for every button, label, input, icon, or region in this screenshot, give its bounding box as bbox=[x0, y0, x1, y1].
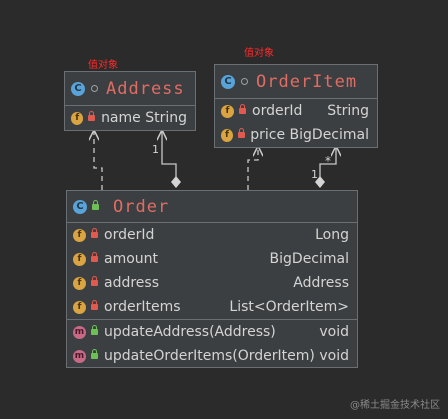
class-icon: C bbox=[71, 81, 85, 96]
field-row[interactable]: f address Address bbox=[67, 271, 357, 295]
dependency-order-address bbox=[94, 131, 103, 190]
field-name: orderId bbox=[104, 227, 155, 243]
field-type: BigDecimal bbox=[269, 251, 349, 267]
class-icon: C bbox=[221, 74, 235, 89]
field-icon: f bbox=[221, 128, 233, 142]
field-row[interactable]: f name String bbox=[65, 106, 195, 130]
label-value-object-address: 值对象 bbox=[88, 60, 118, 71]
field-icon: f bbox=[73, 228, 86, 242]
public-lock-icon bbox=[91, 325, 98, 336]
field-icon: f bbox=[221, 104, 234, 118]
field-name: orderId bbox=[252, 103, 303, 119]
field-icon: f bbox=[71, 111, 84, 125]
field-icon: f bbox=[73, 276, 86, 290]
private-lock-icon bbox=[91, 252, 98, 263]
field-name: amount bbox=[104, 251, 159, 267]
composition-order-address bbox=[162, 131, 177, 178]
public-lock-icon bbox=[91, 349, 98, 360]
visibility-package-icon bbox=[241, 78, 248, 85]
field-name: orderItems bbox=[104, 299, 181, 315]
field-name: price BigDecimal bbox=[250, 127, 369, 143]
private-lock-icon bbox=[91, 300, 98, 311]
class-order[interactable]: C Order f orderId Long f amount BigDecim… bbox=[66, 190, 358, 368]
class-name: Address bbox=[106, 78, 185, 99]
dependency-order-orderitem bbox=[247, 147, 258, 190]
composition-diamond-address bbox=[171, 176, 181, 188]
field-type: Address bbox=[293, 275, 349, 291]
field-icon: f bbox=[73, 252, 86, 266]
method-row[interactable]: m updateAddress(Address) void bbox=[67, 320, 357, 344]
class-name: OrderItem bbox=[256, 71, 358, 92]
field-type: Long bbox=[315, 227, 349, 243]
field-name: address bbox=[104, 275, 160, 291]
field-type: List<OrderItem> bbox=[229, 299, 349, 315]
multiplicity-address: 1 bbox=[152, 143, 159, 156]
watermark: @稀土掘金技术社区 bbox=[350, 400, 440, 411]
composition-order-orderitem bbox=[319, 147, 336, 178]
method-icon: m bbox=[73, 325, 86, 339]
visibility-package-icon bbox=[91, 85, 98, 92]
methods-separator bbox=[67, 319, 357, 320]
field-icon: f bbox=[73, 300, 86, 314]
field-row[interactable]: f orderItems List<OrderItem> bbox=[67, 295, 357, 319]
method-return-type: void bbox=[319, 348, 349, 364]
private-lock-icon bbox=[91, 228, 98, 239]
class-name: Order bbox=[113, 196, 170, 217]
method-icon: m bbox=[73, 349, 86, 363]
private-lock-icon bbox=[91, 276, 98, 287]
field-type: String bbox=[327, 103, 369, 119]
class-icon: C bbox=[73, 199, 87, 214]
label-value-object-orderitem: 值对象 bbox=[244, 48, 274, 59]
field-row[interactable]: f orderId Long bbox=[67, 223, 357, 247]
method-row[interactable]: m updateOrderItems(OrderItem) void bbox=[67, 344, 357, 368]
private-lock-icon bbox=[237, 128, 246, 139]
method-return-type: void bbox=[319, 324, 349, 340]
field-row[interactable]: f amount BigDecimal bbox=[67, 247, 357, 271]
field-name: name String bbox=[101, 110, 187, 126]
private-lock-icon bbox=[239, 104, 246, 115]
method-name: updateOrderItems(OrderItem) bbox=[104, 348, 315, 364]
public-lock-icon bbox=[92, 199, 99, 211]
class-address[interactable]: C Address f name String bbox=[64, 71, 196, 131]
multiplicity-orderitem-item: * bbox=[325, 154, 331, 168]
private-lock-icon bbox=[88, 111, 96, 122]
field-row[interactable]: f price BigDecimal bbox=[215, 123, 377, 147]
composition-diamond-orderitem bbox=[315, 176, 325, 188]
class-orderitem[interactable]: C OrderItem f orderId String f price Big… bbox=[214, 64, 378, 148]
multiplicity-orderitem-order: 1 bbox=[311, 168, 318, 181]
method-name: updateAddress(Address) bbox=[104, 324, 276, 340]
field-row[interactable]: f orderId String bbox=[215, 99, 377, 123]
